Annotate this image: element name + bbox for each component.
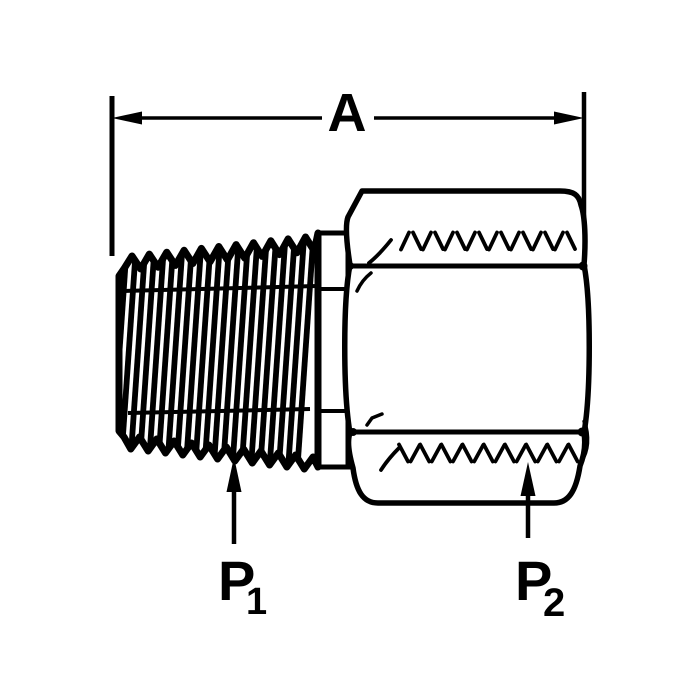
hex-top-facet-hatching xyxy=(367,230,577,265)
thread-helix-lines xyxy=(119,233,318,469)
port1-label: P 1 xyxy=(218,549,267,623)
p1-letter: P xyxy=(218,549,255,612)
dimension-label: A xyxy=(328,83,367,143)
p2-arrowhead xyxy=(520,462,536,496)
hex-bottom-facet-hatching xyxy=(379,442,580,472)
p1-arrowhead xyxy=(226,457,242,492)
port2-label: P 2 xyxy=(515,549,565,625)
hex-corner-shading xyxy=(346,261,588,437)
hex-outline xyxy=(342,188,592,506)
port1-callout xyxy=(226,457,242,544)
p2-letter: P xyxy=(515,549,552,612)
male-thread xyxy=(115,229,322,473)
hex-chamfer-tick-lower-left xyxy=(365,412,384,427)
hex-chamfer-tick-upper-left xyxy=(355,271,373,293)
dimension-arrowhead-right xyxy=(554,111,584,125)
dimension-arrowhead-left xyxy=(112,111,142,125)
hex-chamfer-sliver-lower-right xyxy=(579,419,590,464)
p1-subscript: 1 xyxy=(246,581,267,623)
hex-body xyxy=(342,188,592,506)
p2-subscript: 2 xyxy=(543,581,565,625)
port2-callout xyxy=(520,462,536,538)
dimension-a xyxy=(109,92,587,268)
